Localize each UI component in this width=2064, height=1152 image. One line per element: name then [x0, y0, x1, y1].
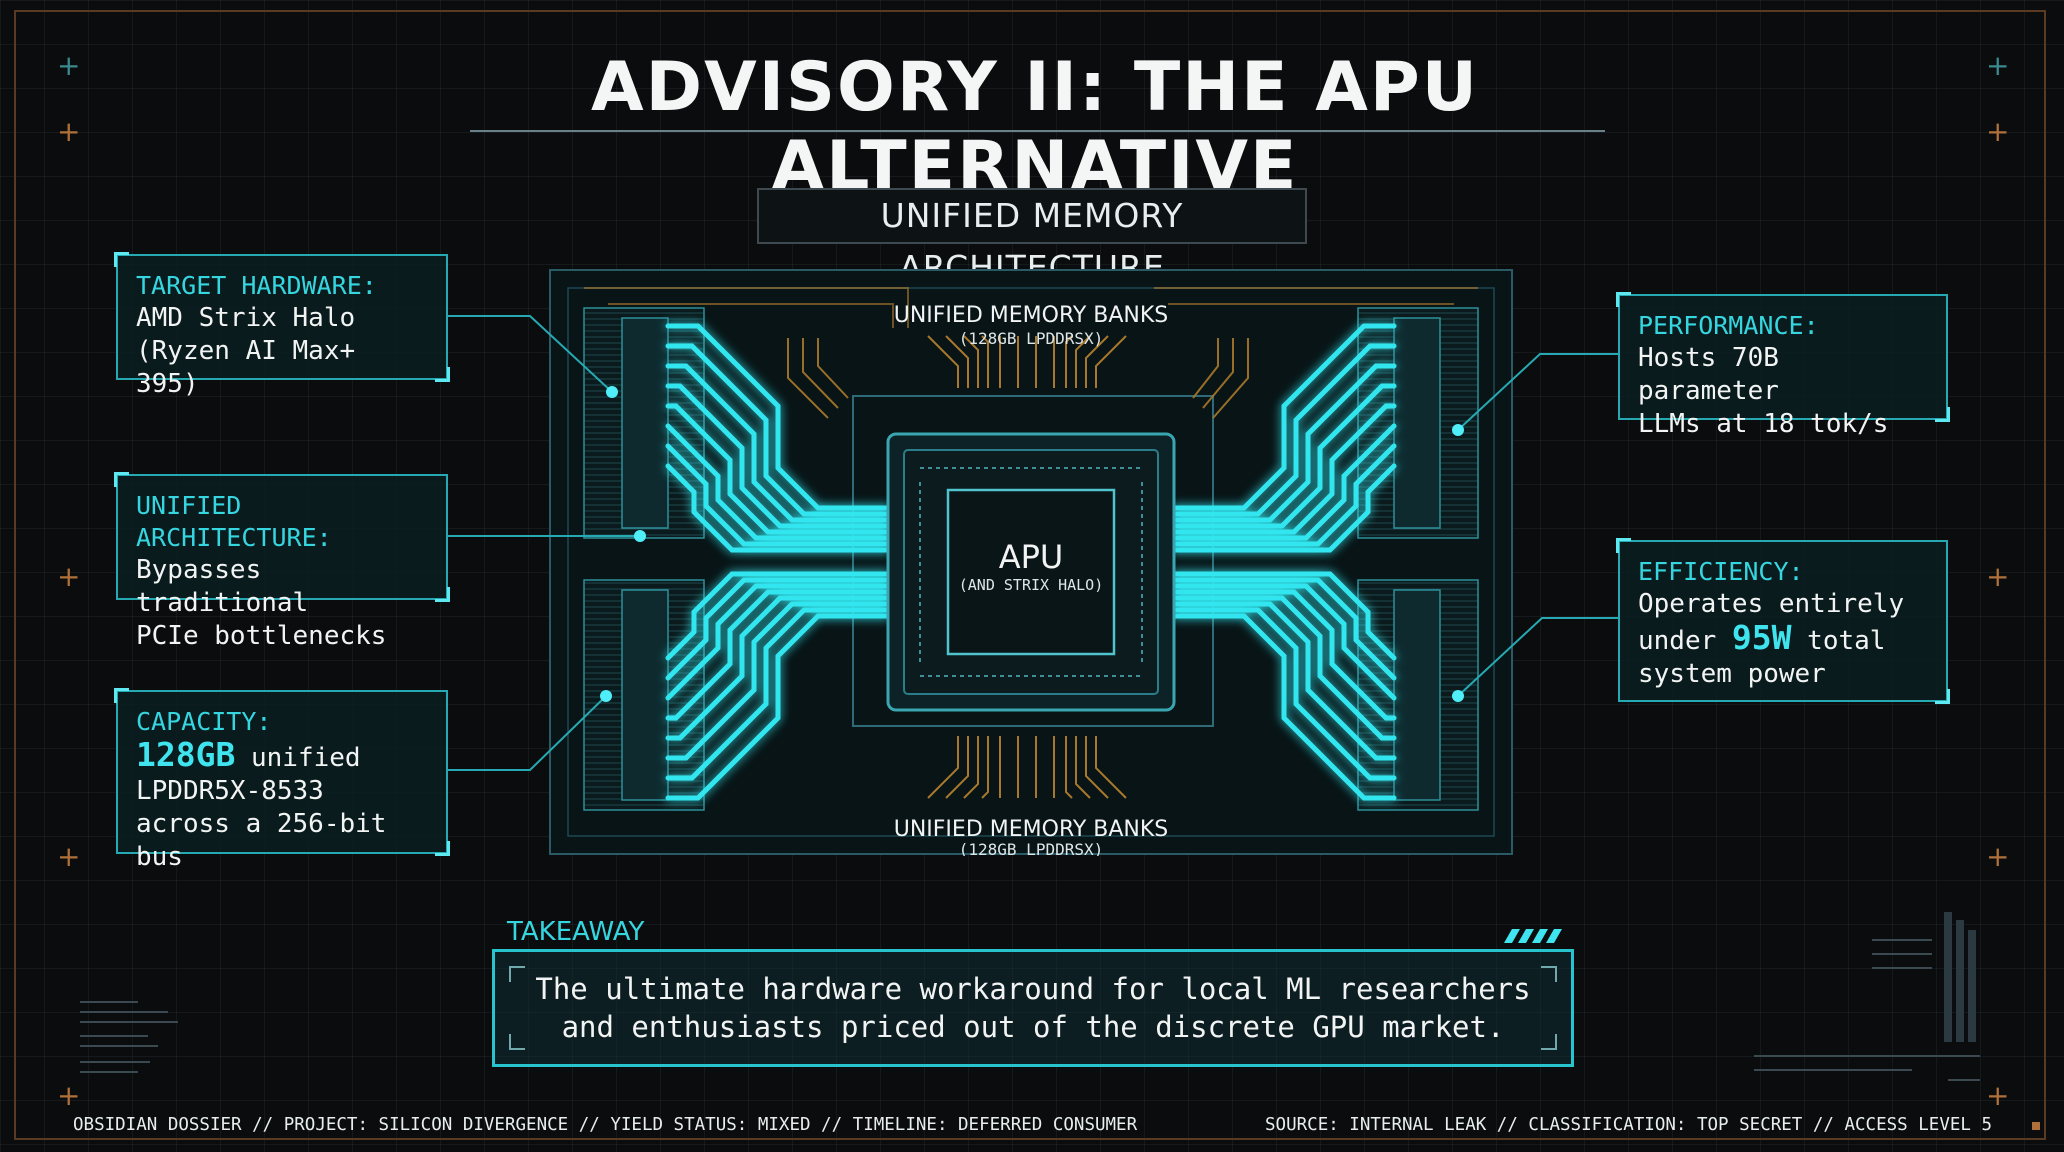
cyan-traces	[665, 323, 1397, 801]
callout-heading: UNIFIED ARCHITECTURE:	[136, 491, 332, 552]
callout-text: LPDDR5X-8533	[136, 776, 324, 806]
takeaway-text: and enthusiasts priced out of the discre…	[561, 1010, 1505, 1044]
capacity-suffix: unified	[235, 743, 361, 773]
status-dot	[2032, 1122, 2040, 1130]
gold-traces-top	[584, 287, 1478, 419]
telemetry-deco-left	[80, 1001, 178, 1073]
corner-bracket-icon	[509, 966, 525, 982]
crosshair-icon: +	[1986, 1079, 2010, 1112]
apu-chip	[886, 432, 1176, 712]
crosshair-icon: +	[1986, 115, 2010, 148]
bottom-banks-label: UNIFIED MEMORY BANKS	[894, 817, 1169, 842]
callout-text: AMD Strix Halo	[136, 303, 356, 333]
takeaway-label: TAKEAWAY	[507, 917, 645, 947]
crosshair-icon: +	[57, 840, 81, 873]
gold-traces-center-bottom	[927, 736, 1127, 799]
capacity-value: 128GB	[136, 735, 236, 774]
callout-heading: TARGET HARDWARE:	[136, 271, 377, 300]
takeaway-text: The ultimate hardware workaround for loc…	[535, 972, 1531, 1006]
callout-text: Hosts 70B parameter	[1638, 343, 1779, 406]
telemetry-deco-right	[1754, 912, 1980, 1081]
crosshair-icon: +	[1986, 560, 2010, 593]
title-underline	[470, 130, 1605, 132]
callout-unified-architecture: UNIFIED ARCHITECTURE: Bypasses tradition…	[114, 472, 450, 651]
callout-heading: CAPACITY:	[136, 707, 272, 736]
callout-text: PCIe bottlenecks	[136, 621, 387, 651]
outer-frame	[14, 10, 2046, 1140]
callout-capacity: CAPACITY: 128GB unified LPDDR5X-8533 acr…	[114, 688, 450, 872]
takeaway-box: The ultimate hardware workaround for loc…	[492, 949, 1574, 1067]
footer-right: SOURCE: INTERNAL LEAK // CLASSIFICATION:…	[1265, 1115, 1992, 1135]
crosshair-icon: +	[57, 115, 81, 148]
bottom-banks-sublabel: (128GB LPDDRSX)	[959, 840, 1104, 856]
callout-text: across a 256-bit bus	[136, 809, 387, 872]
crosshair-icon: +	[57, 1079, 81, 1112]
crosshair-icon: +	[57, 560, 81, 593]
callout-text: system power	[1638, 659, 1826, 689]
footer-left: OBSIDIAN DOSSIER // PROJECT: SILICON DIV…	[73, 1115, 1138, 1135]
corner-bracket-icon	[1541, 1034, 1557, 1050]
callout-efficiency: EFFICIENCY: Operates entirely under 95W …	[1616, 538, 1950, 704]
callout-text: Operates entirely	[1638, 589, 1905, 619]
chip-sublabel: (AND STRIX HALO)	[959, 576, 1104, 594]
corner-bracket-icon	[509, 1034, 525, 1050]
gold-traces-center-top	[927, 335, 1127, 388]
top-banks-label: UNIFIED MEMORY BANKS	[894, 303, 1169, 328]
callout-heading: PERFORMANCE:	[1638, 311, 1819, 340]
chip-label: APU	[999, 538, 1064, 576]
crosshair-icon: +	[1986, 49, 2010, 82]
top-banks-sublabel: (128GB LPDDRSX)	[959, 329, 1104, 348]
callout-text: LLMs at 18 tok/s	[1638, 409, 1889, 439]
callout-text: (Ryzen AI Max+ 395)	[136, 336, 356, 399]
efficiency-suffix: total	[1791, 626, 1886, 656]
power-value: 95W	[1731, 618, 1792, 657]
callout-performance: PERFORMANCE: Hosts 70B parameter LLMs at…	[1616, 292, 1950, 439]
callout-heading: EFFICIENCY:	[1638, 557, 1804, 586]
efficiency-prefix: under	[1638, 626, 1732, 656]
crosshair-icon: +	[57, 49, 81, 82]
callout-target-hardware: TARGET HARDWARE: AMD Strix Halo (Ryzen A…	[114, 252, 450, 399]
crosshair-icon: +	[1986, 840, 2010, 873]
callout-text: 128GB unified	[136, 738, 428, 775]
callout-text: under 95W total	[1638, 621, 1928, 658]
corner-bracket-icon	[1541, 966, 1557, 982]
callout-text: Bypasses traditional	[136, 555, 309, 618]
stripes-icon	[1504, 929, 1562, 943]
